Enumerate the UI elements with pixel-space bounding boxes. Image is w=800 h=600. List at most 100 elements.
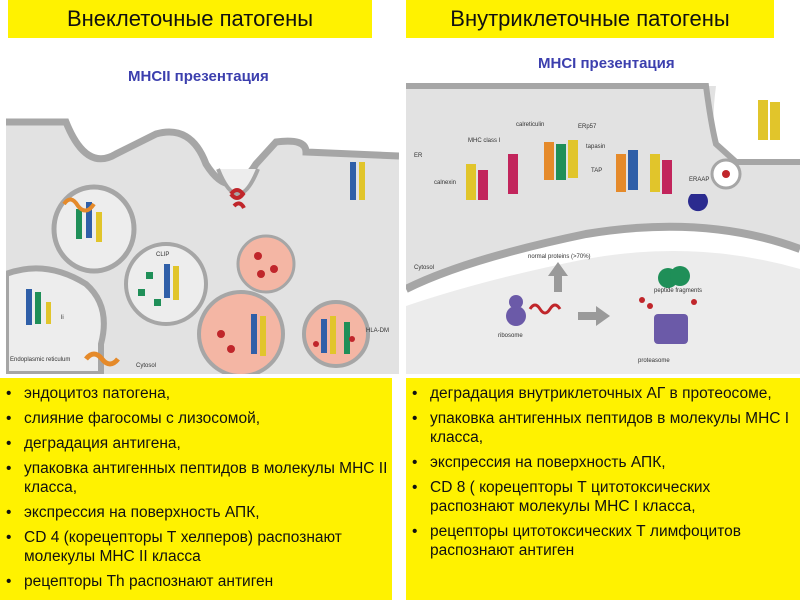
antigen-fragment: [227, 345, 235, 353]
mhc2-diagram: MHCII презентация Endoplasmic reticulum …: [6, 44, 399, 374]
endosome: [51, 184, 137, 274]
mhc1-heavy-chain: [662, 160, 672, 194]
mhc1-heavy-chain: [478, 170, 488, 200]
erp57: [556, 144, 566, 180]
mhc1-steps: деградация внутриклеточных АГ в протеосо…: [406, 378, 800, 600]
calreticulin-label: calreticulin: [516, 122, 544, 128]
peptide: [647, 303, 653, 309]
tapasin: [568, 140, 578, 178]
eraap: [688, 194, 708, 212]
calnexin-label: calnexin: [434, 180, 456, 186]
lysosome: [236, 234, 296, 294]
mhc2-beta-chain: [86, 202, 92, 238]
mhc1-step: CD 8 ( корецепторы Т цитотоксических рас…: [412, 478, 796, 516]
tap-transporter: [670, 266, 690, 286]
calnexin: [466, 164, 476, 200]
proteasome-label: proteasome: [638, 358, 670, 364]
mhc1-diagram: MHCI презентация ER Cytosol MHC class I …: [406, 44, 800, 374]
mhc2-alpha-chain: [173, 266, 179, 300]
pathogen: [229, 188, 246, 209]
tapasin-label: tapasin: [586, 144, 605, 150]
phagosome: [216, 168, 260, 196]
mhc2-step: рецепторы Th распознают антиген: [6, 572, 388, 591]
peptide: [639, 297, 645, 303]
eraap-label: ERAAP: [689, 177, 709, 183]
ribosome: [506, 306, 526, 326]
mhc2-step: экспрессия на поверхность АПК,: [6, 503, 388, 522]
antigen-fragment: [313, 341, 319, 347]
mhc2-alpha-chain: [76, 209, 82, 239]
plasma-membrane: [406, 83, 800, 165]
invariant-chain: [96, 212, 102, 242]
mhc1-step: рецепторы цитотоксических Т лимфоцитов р…: [412, 522, 796, 560]
tap-complex: [628, 150, 638, 190]
li-label: li: [61, 315, 64, 321]
mhc2-beta-chain: [164, 264, 170, 298]
nascent-protein: [528, 303, 562, 315]
antigen-fragment: [270, 265, 278, 273]
er-lumen: [406, 86, 800, 289]
hla-dm: [344, 322, 350, 354]
mhc1-step: деградация внутриклеточных АГ в протеосо…: [412, 384, 796, 403]
antigen-fragment: [217, 330, 225, 338]
mhc2-title: MHCII презентация: [128, 68, 269, 85]
mhc1-step-list: деградация внутриклеточных АГ в протеосо…: [406, 384, 796, 560]
invariant-chain: [46, 302, 51, 324]
clip-label: CLIP: [156, 252, 169, 258]
peptide-segment: [62, 197, 96, 213]
header-intracellular: Внутриклеточные патогены: [406, 0, 774, 38]
mhc2-step: CD 4 (корецепторы Т хелперов) распознают…: [6, 528, 388, 566]
er-label: Endoplasmic reticulum: [10, 357, 70, 363]
header-extracellular: Внеклеточные патогены: [8, 0, 372, 38]
antigen-fragment: [257, 270, 265, 278]
calreticulin: [544, 142, 554, 180]
arrow-right-head: [596, 306, 610, 326]
mhc2-beta-chain: [251, 314, 257, 354]
peptide: [722, 170, 730, 178]
peptide: [691, 299, 697, 305]
antigen-fragment: [349, 336, 355, 342]
mhc2-step: деградация антигена,: [6, 434, 388, 453]
proteasome: [654, 314, 688, 344]
phagolysosome: [197, 290, 285, 374]
plasma-membrane: [6, 118, 399, 188]
erp57-label: ERp57: [578, 124, 597, 130]
hla-dm-label: HLA-DM: [366, 328, 389, 334]
mhc2-step: упаковка антигенных пептидов в молекулы …: [6, 459, 388, 497]
arrow-up-head: [548, 262, 568, 276]
er-mhc2-alpha: [35, 292, 41, 324]
mhc1-step: упаковка антигенных пептидов в молекулы …: [412, 409, 796, 447]
antigen-fragment: [254, 252, 262, 260]
mhc1-diagram-svg: MHCI презентация ER Cytosol MHC class I …: [406, 44, 800, 374]
surface-mhc1: [758, 100, 768, 140]
tap-complex: [616, 154, 626, 192]
surface-mhc2-beta: [350, 162, 356, 200]
peptide-loading-complex: [650, 154, 660, 192]
tap-label: TAP: [591, 168, 602, 174]
mhc1-title: MHCI презентация: [538, 55, 675, 72]
mhc2-alpha-chain: [260, 316, 266, 356]
clip-peptide: [154, 299, 161, 306]
er-mhc2-beta: [26, 289, 32, 325]
mhc1-heavy-chain: [508, 154, 518, 194]
clip-peptide: [138, 289, 145, 296]
surface-mhc1: [770, 102, 780, 140]
mhc2-diagram-svg: MHCII презентация Endoplasmic reticulum …: [6, 44, 399, 374]
mhc1-step: экспрессия на поверхность АПК,: [412, 453, 796, 472]
ribosome-label: ribosome: [498, 333, 523, 339]
ribosome: [509, 295, 523, 309]
mhc2-beta-chain: [321, 319, 327, 353]
mhc2-steps: эндоцитоз патогена, слияние фагосомы с л…: [0, 378, 392, 600]
cytosol-label: Cytosol: [414, 265, 434, 271]
invariant-chain-fragment: [84, 351, 120, 367]
mhc2-alpha-chain: [330, 316, 336, 354]
mhc2-step-list: эндоцитоз патогена, слияние фагосомы с л…: [0, 384, 388, 591]
er-membrane: [406, 222, 800, 293]
peptide-fragments-label: peptide fragments: [654, 288, 702, 294]
clip-peptide: [146, 272, 153, 279]
mhc2-step: эндоцитоз патогена,: [6, 384, 388, 403]
er-label: ER: [414, 153, 423, 159]
normal-proteins-label: normal proteins (>70%): [528, 254, 591, 260]
mhc2-step: слияние фагосомы с лизосомой,: [6, 409, 388, 428]
cytosol-label: Cytosol: [136, 363, 156, 369]
